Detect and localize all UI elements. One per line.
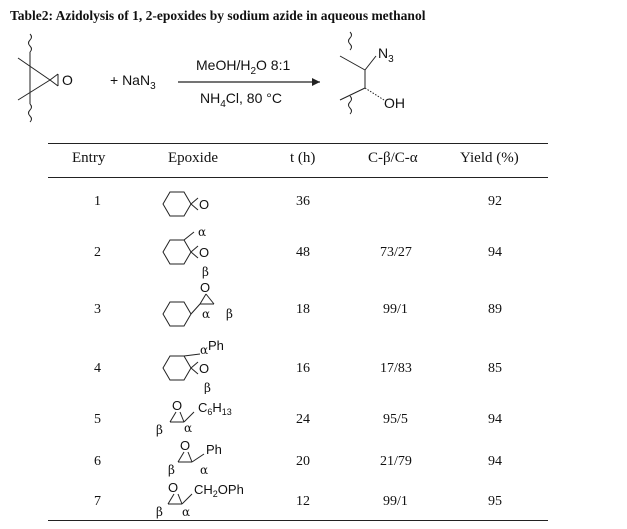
row6-entry: 6 [94, 454, 101, 469]
row6-yield: 94 [488, 454, 502, 469]
row4-entry: 4 [94, 361, 101, 376]
row7-time: 12 [296, 494, 310, 509]
svg-text:O: O [199, 197, 209, 212]
row2-epoxide-structure: α O β [162, 225, 209, 279]
svg-text:β: β [226, 307, 233, 321]
row1-epoxide-structure: O [162, 191, 209, 217]
row4-time: 16 [296, 361, 310, 376]
row1-yield: 92 [488, 194, 502, 209]
svg-text:α: α [198, 225, 206, 239]
row3-yield: 89 [488, 302, 502, 317]
table-bottom-rule [48, 520, 548, 521]
row6-epoxide-structure: O Ph β α [168, 438, 222, 477]
row6-time: 20 [296, 454, 310, 469]
row3-ratio: 99/1 [383, 302, 408, 317]
row4-ratio: 17/83 [380, 361, 412, 376]
wavy-bond-bottom [28, 103, 32, 123]
row7-ratio: 99/1 [383, 494, 408, 509]
svg-text:C6H13: C6H13 [198, 400, 232, 417]
row2-yield: 94 [488, 245, 502, 260]
row3-entry: 3 [94, 302, 101, 317]
svg-text:Ph: Ph [208, 338, 224, 353]
substrate-oxygen: O [62, 72, 73, 88]
table-header-rule [48, 177, 548, 178]
header-regio: C-β/C-α [368, 150, 418, 166]
table-top-rule [48, 143, 548, 144]
svg-text:N3: N3 [378, 45, 394, 65]
row2-entry: 2 [94, 245, 101, 260]
row1-time: 36 [296, 194, 310, 209]
svg-text:O: O [199, 361, 209, 376]
row5-time: 24 [296, 412, 310, 427]
reagent-plus: + NaN [110, 72, 150, 88]
header-yield: Yield (%) [460, 150, 519, 166]
row3-time: 18 [296, 302, 310, 317]
svg-text:O: O [199, 245, 209, 260]
svg-text:NH4Cl, 80 °C: NH4Cl, 80 °C [200, 90, 282, 110]
table-caption: Table2: Azidolysis of 1, 2-epoxides by s… [10, 8, 426, 23]
row4-yield: 85 [488, 361, 502, 376]
row5-epoxide-structure: O C6H13 β α [156, 398, 232, 437]
svg-text:β: β [156, 505, 163, 519]
cond-bottom: NH [200, 90, 220, 106]
svg-text:β: β [202, 265, 209, 279]
row3-epoxide-structure: O α β [162, 280, 233, 327]
svg-text:β: β [168, 463, 175, 477]
row7-yield: 95 [488, 494, 502, 509]
header-epoxide: Epoxide [168, 150, 218, 166]
svg-text:Ph: Ph [206, 442, 222, 457]
row7-epoxide-structure: O CH2OPh β α [156, 480, 244, 519]
svg-text:MeOH/H2O 8:1: MeOH/H2O 8:1 [196, 57, 290, 77]
svg-text:α: α [184, 421, 192, 435]
product-hydroxyl: OH [384, 95, 405, 111]
row5-ratio: 95/5 [383, 412, 408, 427]
row6-ratio: 21/79 [380, 454, 412, 469]
svg-text:O: O [172, 398, 182, 413]
row5-yield: 94 [488, 412, 502, 427]
svg-text:α: α [182, 505, 190, 519]
wavy-bond-top [28, 33, 32, 53]
product-azide: N [378, 45, 388, 61]
row5-entry: 5 [94, 412, 101, 427]
svg-text:α: α [202, 307, 210, 321]
svg-text:+ NaN3: + NaN3 [110, 72, 156, 92]
reagent-sub: 3 [150, 81, 156, 92]
row1-entry: 1 [94, 194, 101, 209]
svg-text:β: β [156, 423, 163, 437]
row4-epoxide-structure: α Ph O β [162, 338, 224, 394]
reaction-scheme: O + NaN3 MeOH/H2O 8:1 NH4Cl, 80 °C N3 OH [17, 31, 405, 123]
cond-top: MeOH/H [196, 57, 250, 73]
svg-text:O: O [180, 438, 190, 453]
svg-text:α: α [200, 343, 208, 357]
svg-text:O: O [200, 280, 210, 295]
row7-entry: 7 [94, 494, 101, 509]
svg-text:CH2OPh: CH2OPh [194, 482, 244, 499]
svg-text:O: O [168, 480, 178, 495]
svg-text:β: β [204, 381, 211, 394]
row2-time: 48 [296, 245, 310, 260]
row2-ratio: 73/27 [380, 245, 412, 260]
header-time: t (h) [290, 150, 316, 166]
svg-text:α: α [200, 463, 208, 477]
header-entry: Entry [72, 150, 106, 166]
